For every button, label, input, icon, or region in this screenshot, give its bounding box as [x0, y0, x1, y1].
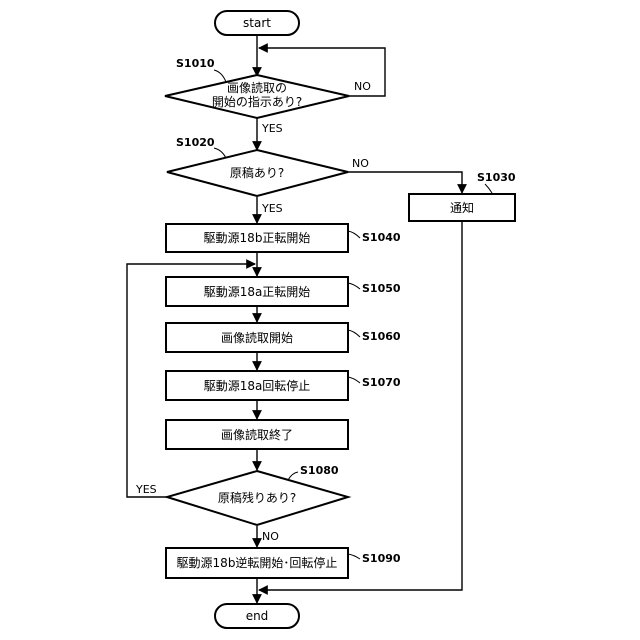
s1030-text: 通知 [450, 201, 474, 215]
s1050-leader [348, 283, 360, 289]
s1030-leader [485, 184, 492, 193]
edge-s1020-no [348, 172, 462, 193]
s1010-id: S1010 [176, 57, 215, 70]
s1090-leader [348, 554, 360, 559]
s1020-leader [214, 148, 226, 158]
s1090-id: S1090 [362, 552, 401, 565]
s1080-id: S1080 [300, 464, 339, 477]
decision-s1080: 原稿残りあり? S1080 [167, 464, 348, 525]
s1070-leader [348, 377, 360, 383]
s1010-no-label: NO [354, 80, 371, 93]
start-label: start [243, 16, 271, 30]
process-s1050: 駆動源18a正転開始 S1050 [166, 277, 401, 306]
end-terminal: end [215, 604, 299, 628]
s1050-text: 駆動源18a正転開始 [204, 285, 311, 299]
s1060-text: 画像読取開始 [221, 330, 293, 345]
end-label: end [246, 609, 269, 623]
s1080-yes-label: YES [135, 483, 157, 496]
s1070-id: S1070 [362, 376, 401, 389]
s1010-text-line2: 開始の指示あり? [212, 94, 302, 109]
s1040-leader [348, 231, 360, 238]
s1020-text: 原稿あり? [230, 165, 284, 180]
s1020-id: S1020 [176, 136, 215, 149]
s1040-text: 駆動源18b正転開始 [204, 231, 311, 245]
s1020-no-label: NO [352, 157, 369, 170]
s1080-no-label: NO [262, 530, 279, 543]
s1030-id: S1030 [477, 171, 516, 184]
process-s1075: 画像読取終了 [166, 420, 348, 449]
s1090-text: 駆動源18b逆転開始･回転停止 [177, 555, 338, 570]
process-s1070: 駆動源18a回転停止 S1070 [166, 371, 401, 400]
process-s1090: 駆動源18b逆転開始･回転停止 S1090 [166, 548, 401, 578]
s1020-yes-label: YES [261, 202, 283, 215]
s1060-leader [348, 330, 360, 337]
s1070-text: 駆動源18a回転停止 [204, 378, 311, 393]
process-s1060: 画像読取開始 S1060 [166, 323, 401, 352]
s1040-id: S1040 [362, 231, 401, 244]
s1010-text-line1: 画像読取の [227, 80, 287, 95]
process-s1040: 駆動源18b正転開始 S1040 [166, 224, 401, 252]
s1075-text: 画像読取終了 [221, 427, 293, 442]
s1050-id: S1050 [362, 282, 401, 295]
s1010-leader [214, 70, 226, 82]
connectors [127, 35, 462, 603]
s1080-text: 原稿残りあり? [218, 490, 296, 505]
s1010-yes-label: YES [261, 122, 283, 135]
s1080-leader [288, 472, 298, 480]
start-terminal: start [215, 11, 299, 35]
s1060-id: S1060 [362, 330, 401, 343]
